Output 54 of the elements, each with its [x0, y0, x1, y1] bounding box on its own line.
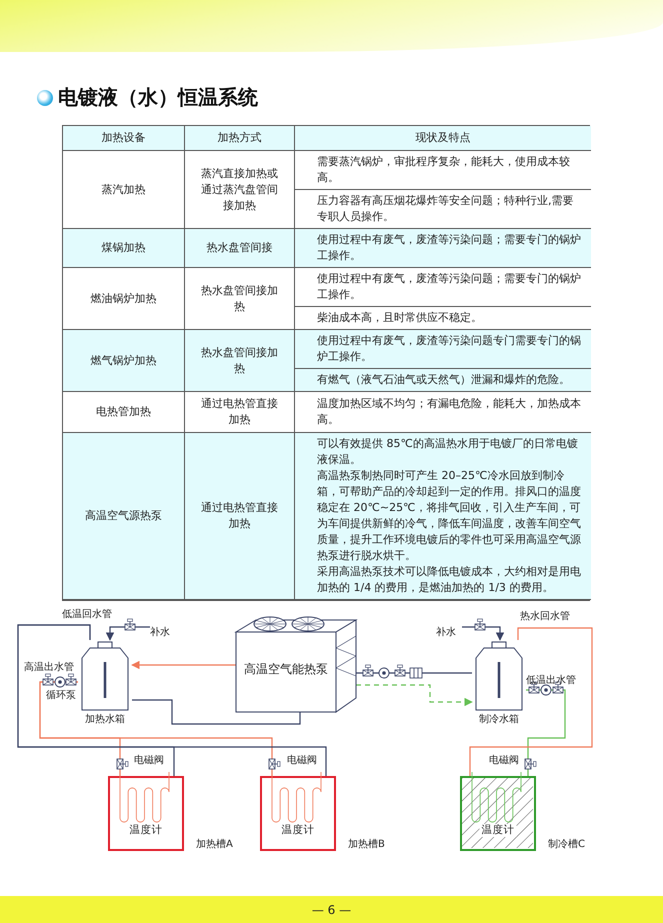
- page-number: — 6 —: [312, 902, 352, 916]
- pipe-label: 电磁阀: [287, 755, 317, 767]
- pipe-arrow: [462, 626, 504, 641]
- cell-text: 柴油成本高，且时常供应不稳定。: [317, 310, 482, 326]
- cell-text: 蒸汽加热: [102, 182, 146, 198]
- pipe-label: 低温回水管: [62, 609, 112, 621]
- cell-text: 热水盘管间接加热: [200, 344, 279, 376]
- cell-text: 热水盘管间接加热: [200, 282, 279, 314]
- pipe-label: 电磁阀: [134, 755, 164, 767]
- pipe-line: [17, 624, 327, 776]
- cell-text: 加热设备: [102, 130, 146, 146]
- cell-text: 采用高温热泵技术可以降低电镀成本，大约相对是用电加热的 1/4 的费用，是燃油加热的 1/3 的费用。: [317, 564, 581, 596]
- cell-text: 可以有效提供 85℃的高温热水用于电镀厂的日常电镀液保温。: [317, 436, 579, 468]
- cell-text: 压力容器有高压烟花爆炸等安全问题；特种行业,需要专职人员操作。: [317, 193, 574, 225]
- cell-text: 高温热泵制热同时可产生 20–25℃冷水回放到制冷箱，可帮助产品的冷却起到一定的作用。排风口的温度稳定在 20℃~25℃，将排气回收，引入生产车间，可为车间提供新鲜的冷气，降低车间温度，改善车间空气质量，提升工作环境电镀后的零件也可采用高温空气源热泵进行脱水烘干。: [317, 468, 581, 564]
- pipe-arrow: [356, 684, 473, 706]
- pipe-label: 循环泵: [46, 690, 76, 702]
- cell-text: 需要蒸汽锅炉，审批程序复杂，能耗大，使用成本较高。: [317, 154, 571, 186]
- cell-text: 煤锅加热: [102, 240, 146, 256]
- pipe-label: 补水: [150, 627, 170, 638]
- pipe-label: 热水回水管: [520, 611, 570, 623]
- cell-text: 温度加热区域不均匀；有漏电危险，能耗大，加热成本高。: [317, 396, 581, 428]
- tank-caption: 加热槽A: [196, 839, 233, 851]
- cell-text: 使用过程中有废气，废渣等污染问题；需要专门的锅炉工操作。: [317, 232, 581, 264]
- tank-caption: 制冷槽C: [548, 839, 585, 851]
- pipe-label: 低温出水管: [526, 675, 576, 687]
- cell-text: 有燃气（液气石油气或天然气）泄漏和爆炸的危险。: [317, 372, 570, 388]
- cell-text: 通过电热管直接加热: [200, 396, 279, 428]
- tank-label: 制冷水箱: [478, 714, 520, 726]
- unit-label: 高温空气能热泵: [243, 662, 329, 677]
- pipe-line: [356, 672, 472, 674]
- page-title: 电镀液（水）恒温系统: [58, 84, 258, 111]
- cell-text: 现状及特点: [416, 130, 470, 146]
- cell-text: 加热方式: [218, 130, 262, 146]
- pipe-label: 高温出水管: [24, 662, 74, 674]
- pipe-line: [132, 699, 301, 725]
- cell-text: 通过电热管直接加热: [200, 500, 279, 532]
- cell-text: 使用过程中有废气，废渣等污染问题专门需要专门的锅炉工操作。: [317, 333, 581, 365]
- cell-text: 燃油锅炉加热: [90, 290, 156, 306]
- cell-text: 高温空气源热泵: [85, 508, 162, 524]
- cell-text: 蒸汽直接加热或通过蒸汽盘管间接加热: [200, 166, 279, 214]
- pipe-label: 电磁阀: [489, 755, 519, 767]
- cell-text: 电热管加热: [96, 404, 151, 420]
- heat-pump-unit: [236, 618, 356, 712]
- cell-text: 热水盘管间接: [206, 240, 272, 256]
- pipe-line: [469, 627, 593, 776]
- pipe-arrow: [131, 660, 236, 670]
- cell-text: 使用过程中有废气，废渣等污染问题；需要专门的锅炉工操作。: [317, 271, 581, 303]
- pipe-label: 补水: [436, 627, 456, 638]
- tank-caption: 加热槽B: [348, 839, 385, 851]
- pipe-line: [526, 689, 566, 776]
- pipe-arrow: [106, 626, 150, 641]
- cell-text: 燃气锅炉加热: [90, 352, 156, 368]
- tank-label: 加热水箱: [84, 714, 126, 726]
